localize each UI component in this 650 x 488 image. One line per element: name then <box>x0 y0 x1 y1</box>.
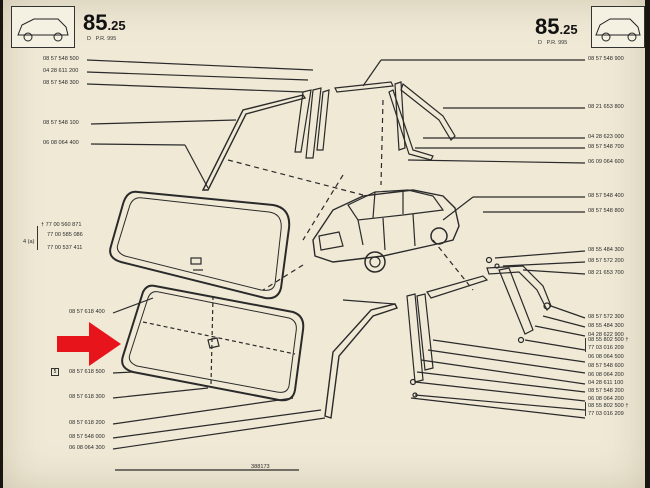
right-label: 08 55 802 500 † <box>588 337 629 343</box>
left-label: 06 08 064 400 <box>43 140 79 146</box>
car-thumbnail-right-icon <box>595 18 641 42</box>
left-group-bottom-label: 77 00 537 411 <box>47 245 83 251</box>
parts-diagram <box>57 59 586 471</box>
left-lower-label: 08 57 618 200 <box>69 420 105 426</box>
page-sub-right: D P.R. 995 <box>538 40 568 46</box>
right-label: 08 55 484 300 <box>588 323 624 329</box>
right-label: 08 57 548 700 <box>588 144 624 150</box>
left-label: 04 28 611 200 <box>43 68 79 74</box>
page-number-right: 85.25 <box>535 14 578 39</box>
right-label: 08 57 548 400 <box>588 193 624 199</box>
right-label: 08 21 653 700 <box>588 270 624 276</box>
left-group-bracket <box>37 226 38 250</box>
left-label: 08 57 548 500 <box>43 56 79 62</box>
right-label: 08 55 802 500 † <box>588 403 629 409</box>
car-thumbnail-left-icon <box>17 18 69 42</box>
left-group-dagger-label: † 77 00 560 871 <box>41 222 82 228</box>
right-label: 08 57 572 300 <box>588 314 624 320</box>
left-lower-label: 06 08 064 300 <box>69 445 105 451</box>
left-lower-label: 08 57 618 300 <box>69 394 105 400</box>
catalog-sheet: 85.25 D P.R. 995 85.25 D P.R. 995 <box>3 0 645 488</box>
footer-code: 388173 <box>251 464 270 470</box>
right-label: 08 55 484 300 <box>588 247 624 253</box>
red-arrow-icon <box>57 322 121 366</box>
page-sub-left: D P.R. 995 <box>87 36 117 42</box>
right-label: 06 08 064 500 <box>588 354 624 360</box>
left-label: 08 57 548 300 <box>43 80 79 86</box>
car-thumbnail-left <box>11 6 75 48</box>
right-label: 08 57 548 800 <box>588 208 624 214</box>
right-label: 04 28 622 900 <box>588 332 624 338</box>
right-label: 08 57 572 200 <box>588 258 624 264</box>
right-label: 08 21 653 800 <box>588 104 624 110</box>
page-number-left: 85.25 <box>83 10 126 35</box>
car-thumbnail-right <box>591 6 645 48</box>
left-group-box-mark: 4 (a) <box>23 239 35 245</box>
right-bracket-lower <box>585 402 586 416</box>
right-label: 08 57 548 900 <box>588 56 624 62</box>
left-lower-label: 08 57 618 500 <box>69 369 105 375</box>
right-label: 08 57 548 200 <box>588 388 624 394</box>
right-label: 08 57 548 600 <box>588 363 624 369</box>
right-label: 04 28 611 100 <box>588 380 624 386</box>
right-label: 06 09 064 600 <box>588 159 624 165</box>
right-label: 04 28 623 000 <box>588 134 624 140</box>
right-label: 77 03 016 209 <box>588 345 624 351</box>
right-label: 06 08 064 200 <box>588 372 624 378</box>
right-label: 06 08 064 200 <box>588 396 624 402</box>
right-label: 77 03 016 209 <box>588 411 624 417</box>
left-group-mid-label: 77 00 585 086 <box>47 232 83 238</box>
left-lower-box-mark: 5 <box>51 368 59 376</box>
left-label: 08 57 548 100 <box>43 120 79 126</box>
left-lower-label: 08 57 618 400 <box>69 309 105 315</box>
left-lower-label: 08 57 548 000 <box>69 434 105 440</box>
right-bracket-upper <box>585 338 586 352</box>
